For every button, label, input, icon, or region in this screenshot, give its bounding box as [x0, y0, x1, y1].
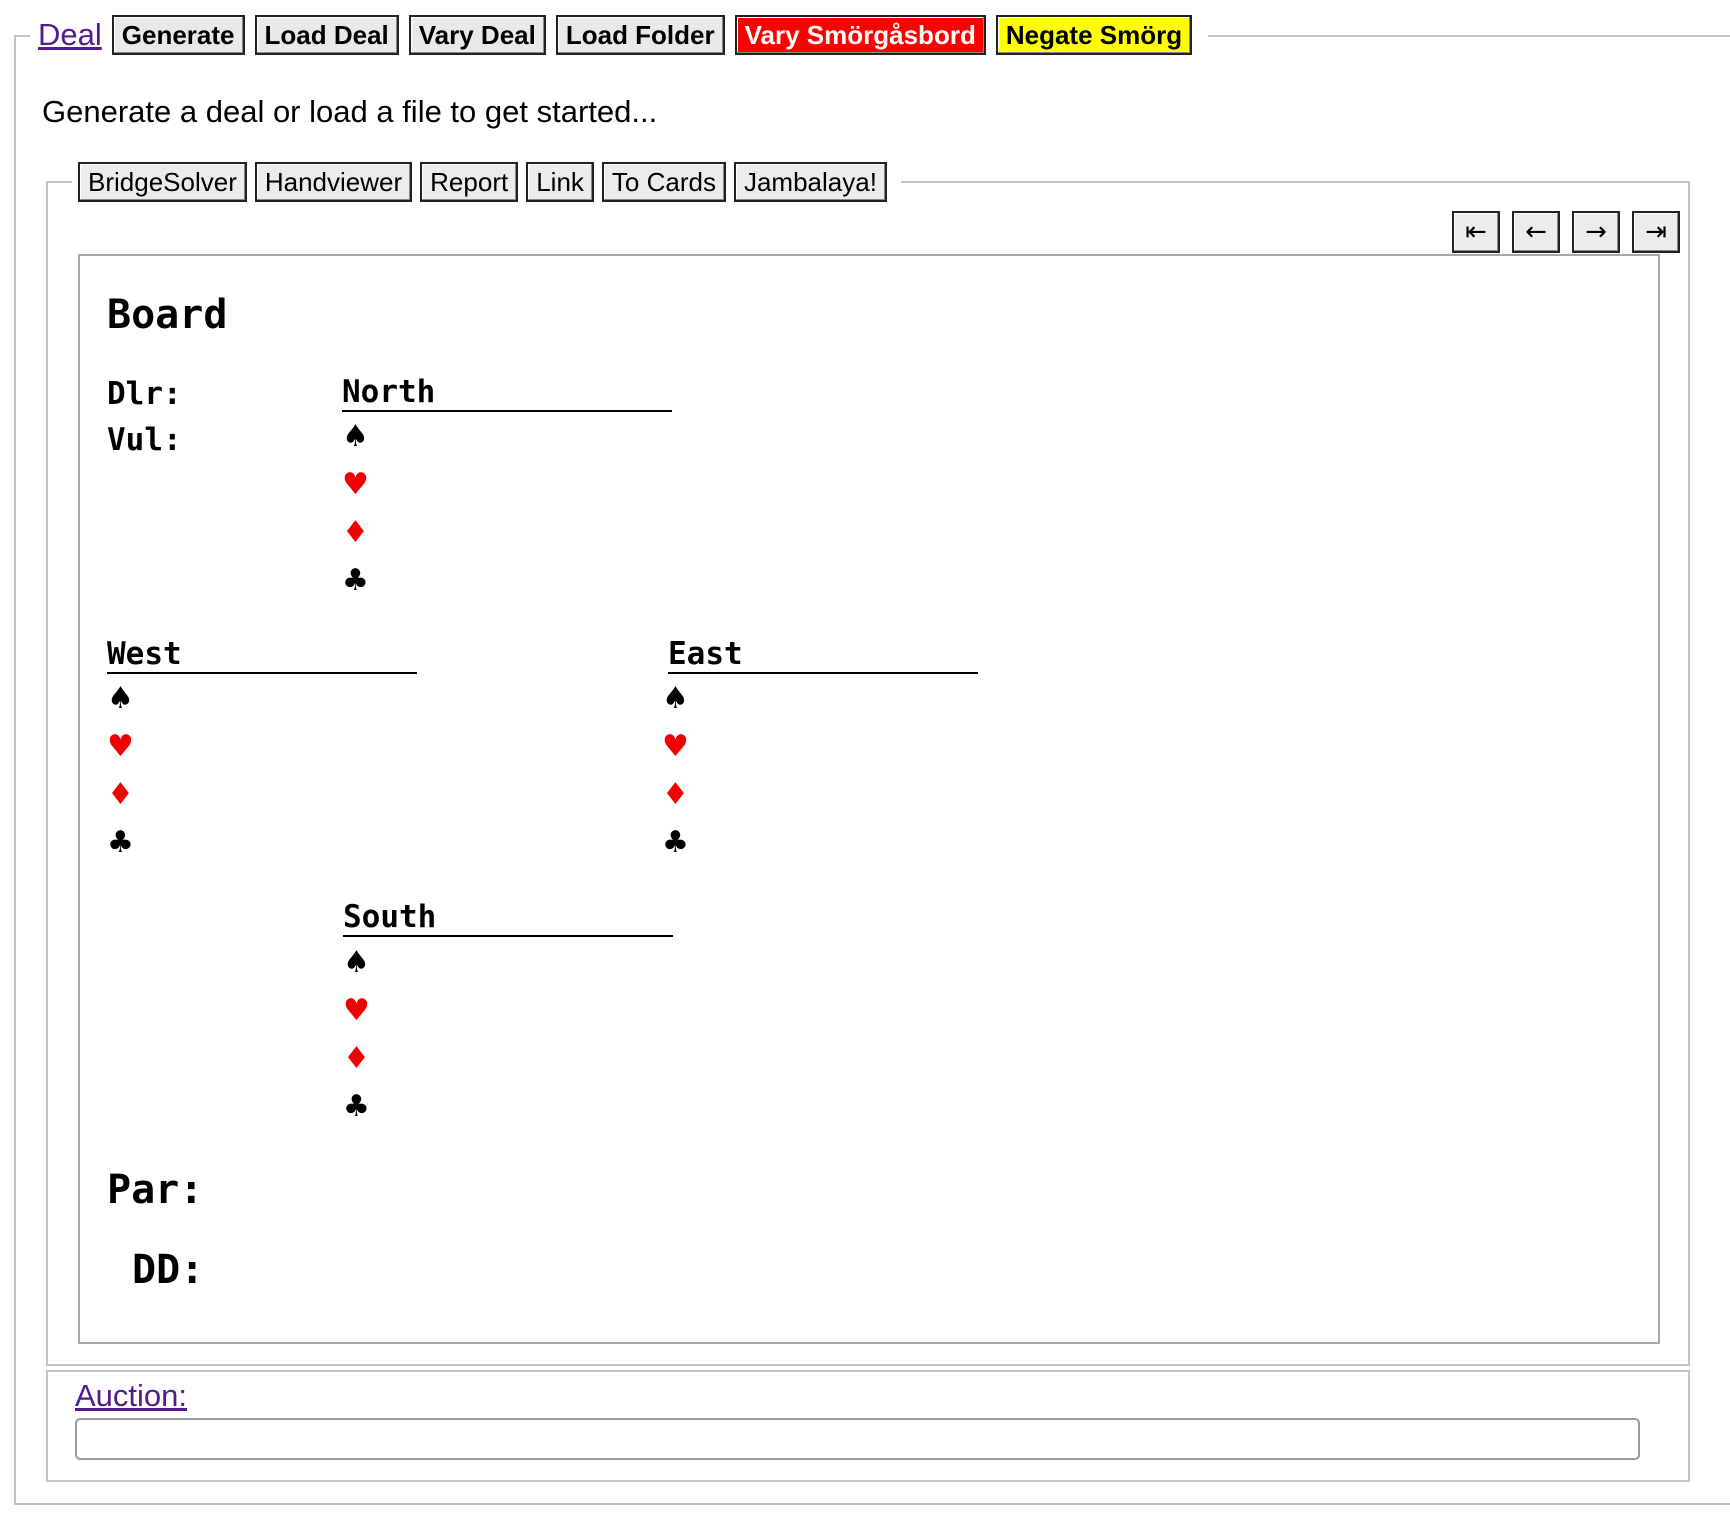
north-spade-icon: ♠	[342, 419, 369, 454]
handviewer-button[interactable]: Handviewer	[254, 162, 413, 202]
board-title: Board	[107, 292, 228, 338]
east-spade-icon: ♠	[662, 681, 689, 716]
east-heart-icon: ♥	[662, 729, 689, 764]
south-spade-icon: ♠	[343, 945, 370, 980]
south-diamond-icon: ♦	[343, 1041, 370, 1076]
par-label: Par:	[107, 1167, 204, 1213]
double-dummy-label: DD:	[132, 1247, 205, 1293]
load-folder-button[interactable]: Load Folder	[555, 15, 725, 55]
vulnerability-label: Vul:	[107, 422, 182, 458]
auction-panel	[46, 1370, 1690, 1482]
vary-deal-button[interactable]: Vary Deal	[408, 15, 546, 55]
west-hand-name: West	[107, 636, 417, 674]
dealer-label: Dlr:	[107, 376, 182, 412]
jambalaya-button[interactable]: Jambalaya!	[733, 162, 887, 202]
report-button[interactable]: Report	[420, 162, 519, 202]
intro-text: Generate a deal or load a file to get st…	[42, 94, 658, 129]
north-diamond-icon: ♦	[342, 515, 369, 550]
east-diamond-icon: ♦	[662, 777, 689, 812]
south-club-icon: ♣	[343, 1089, 370, 1124]
first-board-button[interactable]: ⇤	[1452, 211, 1500, 253]
west-diamond-icon: ♦	[107, 777, 134, 812]
negate-smorg-button[interactable]: Negate Smörg	[995, 15, 1193, 55]
bridgesolver-button[interactable]: BridgeSolver	[78, 162, 247, 202]
south-hand-name: South	[343, 899, 673, 937]
south-heart-icon: ♥	[343, 993, 370, 1028]
north-hand-name: North	[342, 374, 672, 412]
load-deal-button[interactable]: Load Deal	[254, 15, 399, 55]
north-heart-icon: ♥	[342, 467, 369, 502]
next-board-button[interactable]: →	[1572, 211, 1620, 253]
east-club-icon: ♣	[662, 825, 689, 860]
link-button[interactable]: Link	[526, 162, 594, 202]
vary-smorgasbord-button[interactable]: Vary Smörgåsbord	[734, 15, 986, 55]
generate-button[interactable]: Generate	[111, 15, 245, 55]
west-heart-icon: ♥	[107, 729, 134, 764]
board-display	[78, 254, 1660, 1344]
board-navigation: ⇤ ← → ⇥	[1452, 211, 1692, 253]
north-club-icon: ♣	[342, 563, 369, 598]
deal-toolbar: Deal Generate Load Deal Vary Deal Load F…	[30, 14, 1209, 56]
tools-toolbar: BridgeSolver Handviewer Report Link To C…	[72, 162, 901, 202]
to-cards-button[interactable]: To Cards	[601, 162, 726, 202]
deal-link[interactable]: Deal	[38, 17, 102, 52]
last-board-button[interactable]: ⇥	[1632, 211, 1680, 253]
west-spade-icon: ♠	[107, 681, 134, 716]
prev-board-button[interactable]: ←	[1512, 211, 1560, 253]
east-hand-name: East	[668, 636, 978, 674]
auction-input[interactable]	[75, 1418, 1640, 1460]
west-club-icon: ♣	[107, 825, 134, 860]
auction-link[interactable]: Auction:	[75, 1378, 188, 1413]
